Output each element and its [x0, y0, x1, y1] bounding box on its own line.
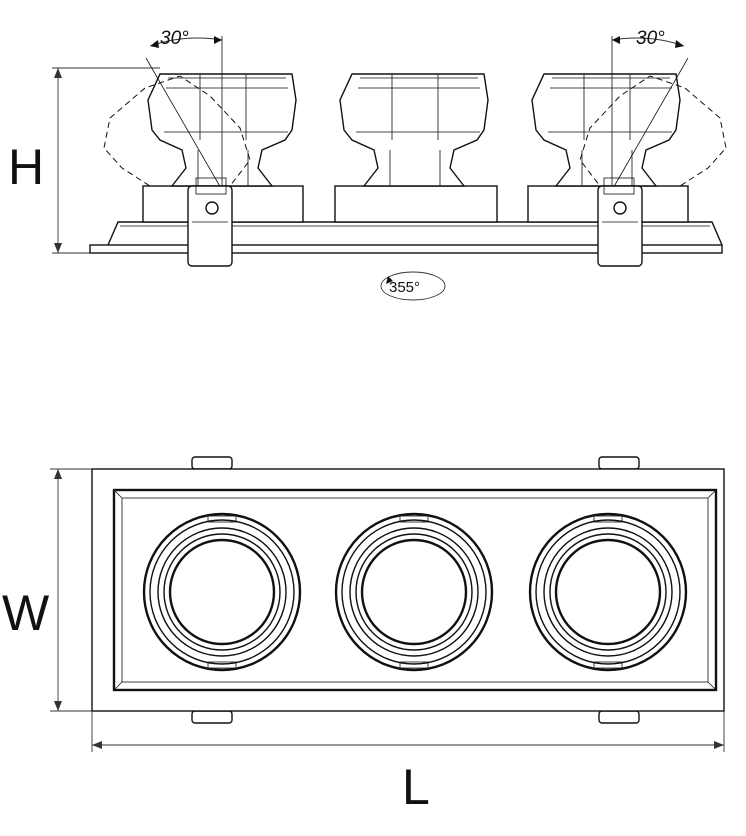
tilt-angle-right — [611, 36, 689, 191]
outer-frame — [91, 468, 725, 712]
lamp-ring-center — [334, 512, 494, 672]
length-dimension — [91, 711, 725, 752]
top-clips — [191, 456, 640, 724]
spring-clip-right — [597, 177, 643, 267]
lamp-ring-left — [142, 512, 302, 672]
rotation-label: 355° — [389, 279, 420, 296]
tilt-angle-left-label: 30° — [160, 28, 189, 49]
tilt-angle-left — [145, 36, 223, 191]
rotation-indicator — [380, 271, 446, 301]
width-label: W — [2, 585, 50, 641]
tilt-angle-right-label: 30° — [636, 28, 665, 49]
housing-center — [334, 185, 498, 223]
side-view: H — [8, 28, 727, 301]
spring-clip-left — [187, 177, 233, 267]
lamp-head-right — [531, 73, 681, 187]
height-label: H — [8, 139, 44, 195]
width-dimension — [50, 468, 92, 712]
top-view: W L — [2, 456, 725, 815]
inner-bezel — [112, 488, 718, 692]
length-label: L — [402, 759, 430, 815]
tilt-outline-right — [579, 75, 727, 187]
tilt-outline-left — [103, 75, 251, 187]
height-dimension — [52, 67, 160, 254]
lamp-head-center — [339, 73, 489, 187]
lamp-ring-right — [528, 512, 688, 672]
